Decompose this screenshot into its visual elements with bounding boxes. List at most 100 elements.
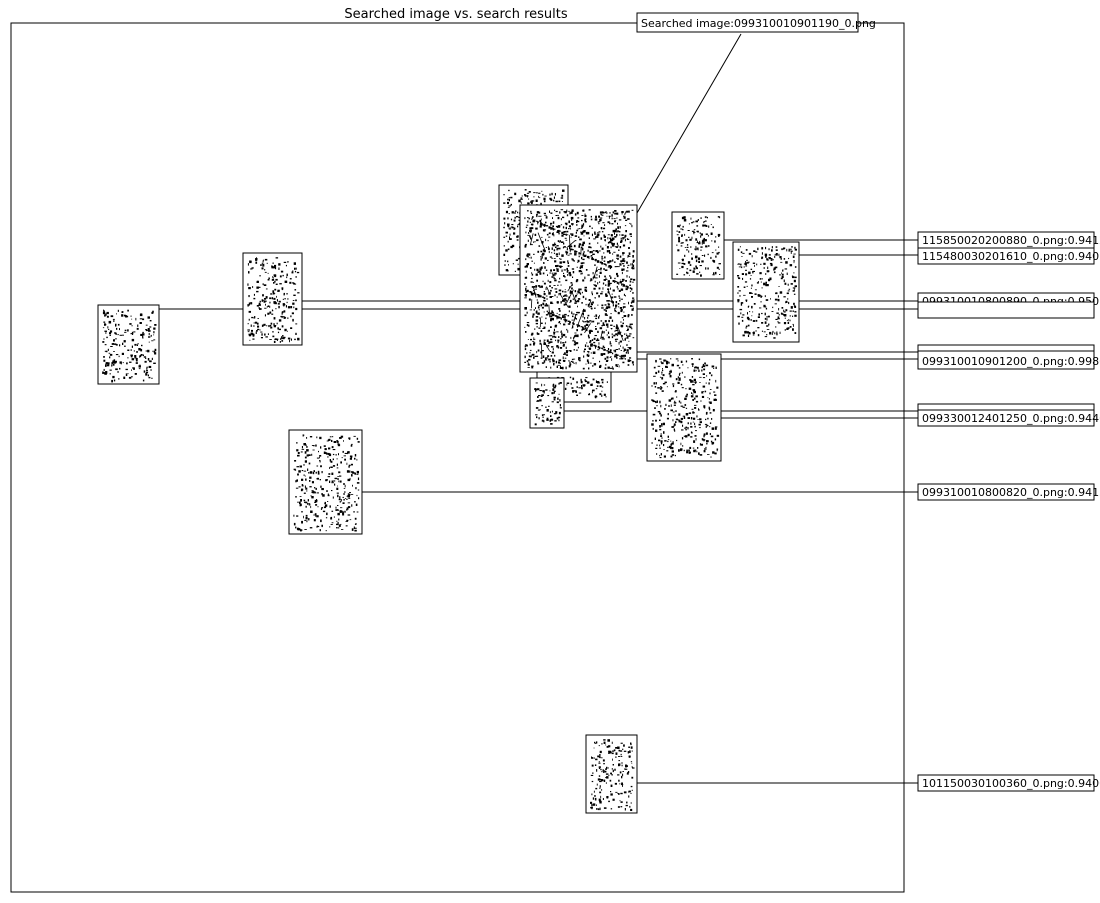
sketch-dot [341,457,343,459]
sketch-dot [594,741,596,744]
sketch-dot [748,271,751,275]
sketch-dot [569,291,571,294]
sketch-dot [750,287,752,289]
sketch-dot [554,272,557,275]
sketch-dot [305,514,308,517]
sketch-dot [788,301,790,305]
sketch-dot [599,360,601,363]
sketch-dot [768,254,771,256]
sketch-dot [555,200,558,203]
sketch-dot [351,504,353,507]
sketch-dot [617,330,619,332]
sketch-dot [607,284,610,287]
sketch-dot [695,265,697,268]
sketch-dot [699,427,701,429]
sketch-dot [716,266,719,269]
sketch-dot [348,497,351,499]
sketch-dot [699,418,702,421]
sketch-dot [592,389,595,391]
sketch-dot [547,355,550,357]
sketch-dot [573,390,576,392]
sketch-dot [681,216,684,220]
sketch-dot [107,326,109,329]
sketch-dot [283,316,286,319]
chart-title: Searched image vs. search results [344,7,567,22]
sketch-dot [778,253,780,257]
sketch-dot [704,220,707,222]
sketch-dot [678,231,681,233]
sketch-dot [767,270,770,272]
sketch-dot [599,807,601,811]
sketch-dot [621,211,624,213]
sketch-dot [340,510,342,512]
sketch-dot [558,293,560,296]
sketch-dot [596,385,599,387]
sketch-dot [751,284,753,287]
sketch-dot [548,335,551,337]
sketch-dot [513,232,516,235]
sketch-dot [629,222,631,224]
sketch-dot [603,353,606,355]
sketch-dot [717,233,721,236]
sketch-dot [347,514,351,516]
sketch-dot [548,341,551,343]
sketch-dot [590,278,593,281]
sketch-dot [550,418,552,421]
sketch-dot [542,249,545,252]
sketch-dot [295,526,297,529]
sketch-dot [542,419,544,421]
sketch-dot [566,382,570,384]
sketch-dot [529,309,532,311]
sketch-dot [631,300,633,302]
sketch-stroke [546,286,551,295]
sketch-dot [529,235,531,238]
sketch-dot [109,373,111,375]
sketch-dot [738,322,740,325]
sketch-dot [628,325,631,328]
sketch-dot [674,429,676,432]
sketch-dot [319,456,320,458]
sketch-dot [569,361,571,364]
sketch-dot [687,272,689,274]
sketch-dot [268,277,270,279]
sketch-dot [597,330,599,333]
sketch-dot [674,414,676,416]
sketch-dot [752,332,754,334]
sketch-stroke [529,233,534,246]
sketch-dot [542,193,544,196]
sketch-dot [525,331,527,333]
sketch-dot [317,470,320,473]
sketch-dot [264,307,267,309]
sketch-dot [693,232,696,233]
sketch-dot [617,364,619,365]
sketch-dot [256,280,259,283]
sketch-dot [779,291,783,294]
sketch-dot [273,297,276,300]
sketch-dot [715,399,717,401]
sketch-dot [535,389,538,391]
sketch-dot [584,276,586,280]
sketch-dot [737,292,739,294]
sketch-dot [539,409,541,411]
sketch-dot [131,358,135,361]
sketch-dot [518,199,521,203]
sketch-dot [625,219,628,221]
sketch-dot [599,271,602,274]
sketch-dot [581,302,583,304]
sketch-dot [610,345,613,347]
sketch-dot [603,211,605,214]
sketch-dot [631,301,633,304]
sketch-dot [591,793,593,796]
sketch-dot [507,223,510,226]
sketch-dot [314,502,317,503]
sketch-dot [300,529,302,532]
sketch-dot [290,315,292,318]
sketch-dot [614,246,617,248]
sketch-dot [541,362,545,364]
sketch-dot [766,316,768,318]
sketch-dot [738,266,742,268]
sketch-dot [775,326,777,328]
sketch-dot [671,442,674,445]
sketch-dot [526,289,529,293]
sketch-dot [538,327,541,329]
